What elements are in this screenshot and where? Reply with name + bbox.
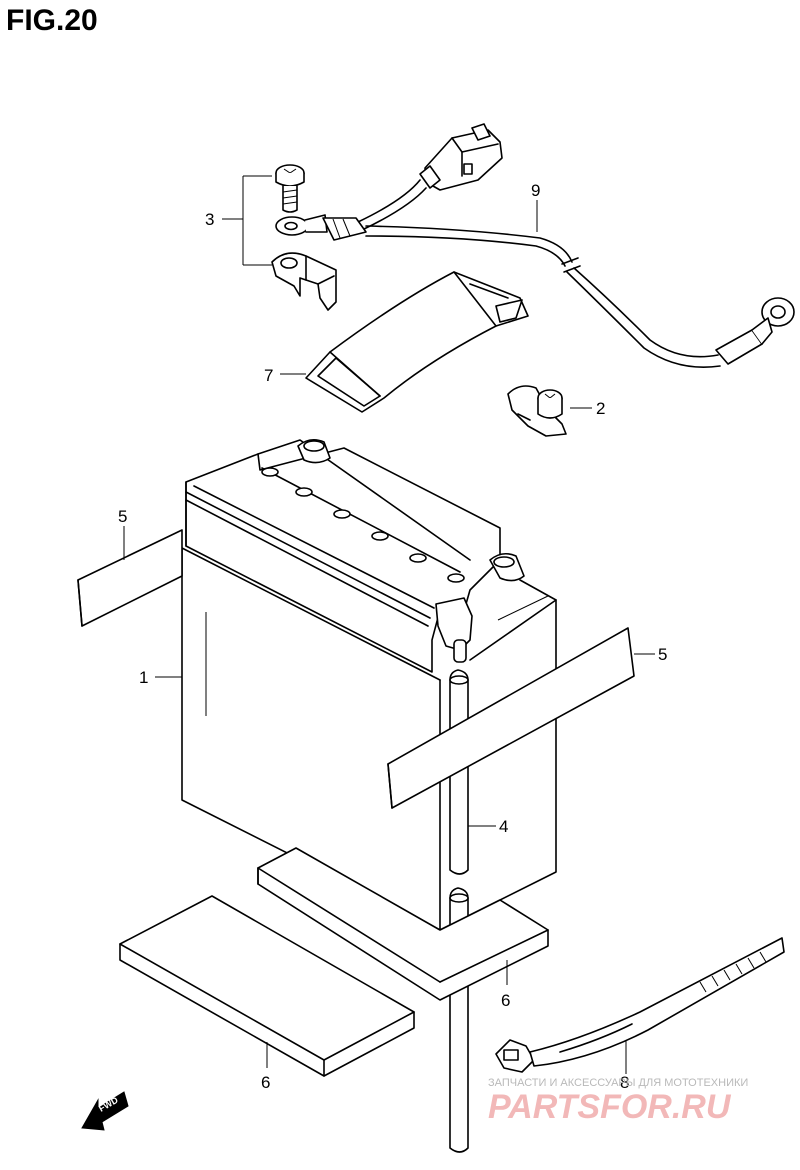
part-7-battery-strap[interactable] <box>305 271 529 413</box>
watermark-logo: PARTSFOR.RU <box>488 1088 732 1126</box>
part-3-bolt-and-clamp[interactable] <box>271 164 337 311</box>
callout-8: 8 <box>620 1073 629 1092</box>
callout-5a: 5 <box>118 507 127 526</box>
watermark-tagline: ЗАПЧАСТИ И АКСЕССУАРЫ ДЛЯ МОТОТЕХНИКИ <box>488 1077 748 1089</box>
callout-2: 2 <box>596 399 605 418</box>
part-6-pad-upper[interactable] <box>257 847 549 1001</box>
fwd-direction-marker: FWD <box>81 1091 129 1131</box>
part-6-pad-lower[interactable] <box>119 895 415 1077</box>
part-2-nut-and-terminal[interactable] <box>507 385 567 437</box>
part-1-battery[interactable] <box>181 438 557 931</box>
callout-6b: 6 <box>501 991 510 1010</box>
callout-3-bracket <box>222 175 272 266</box>
callout-9: 9 <box>531 181 540 200</box>
callout-7: 7 <box>264 366 273 385</box>
part-8-cable-tie[interactable] <box>495 937 785 1073</box>
part-5-pad-left[interactable] <box>77 529 183 627</box>
callout-3: 3 <box>205 210 214 229</box>
callout-4: 4 <box>499 817 508 836</box>
part-5-pad-right[interactable] <box>387 627 635 809</box>
callout-6a: 6 <box>261 1073 270 1092</box>
callout-5b: 5 <box>658 645 667 664</box>
callout-1: 1 <box>139 668 148 687</box>
part-9-lead-wire[interactable] <box>322 123 795 368</box>
figure-title: FIG.20 <box>6 4 98 37</box>
